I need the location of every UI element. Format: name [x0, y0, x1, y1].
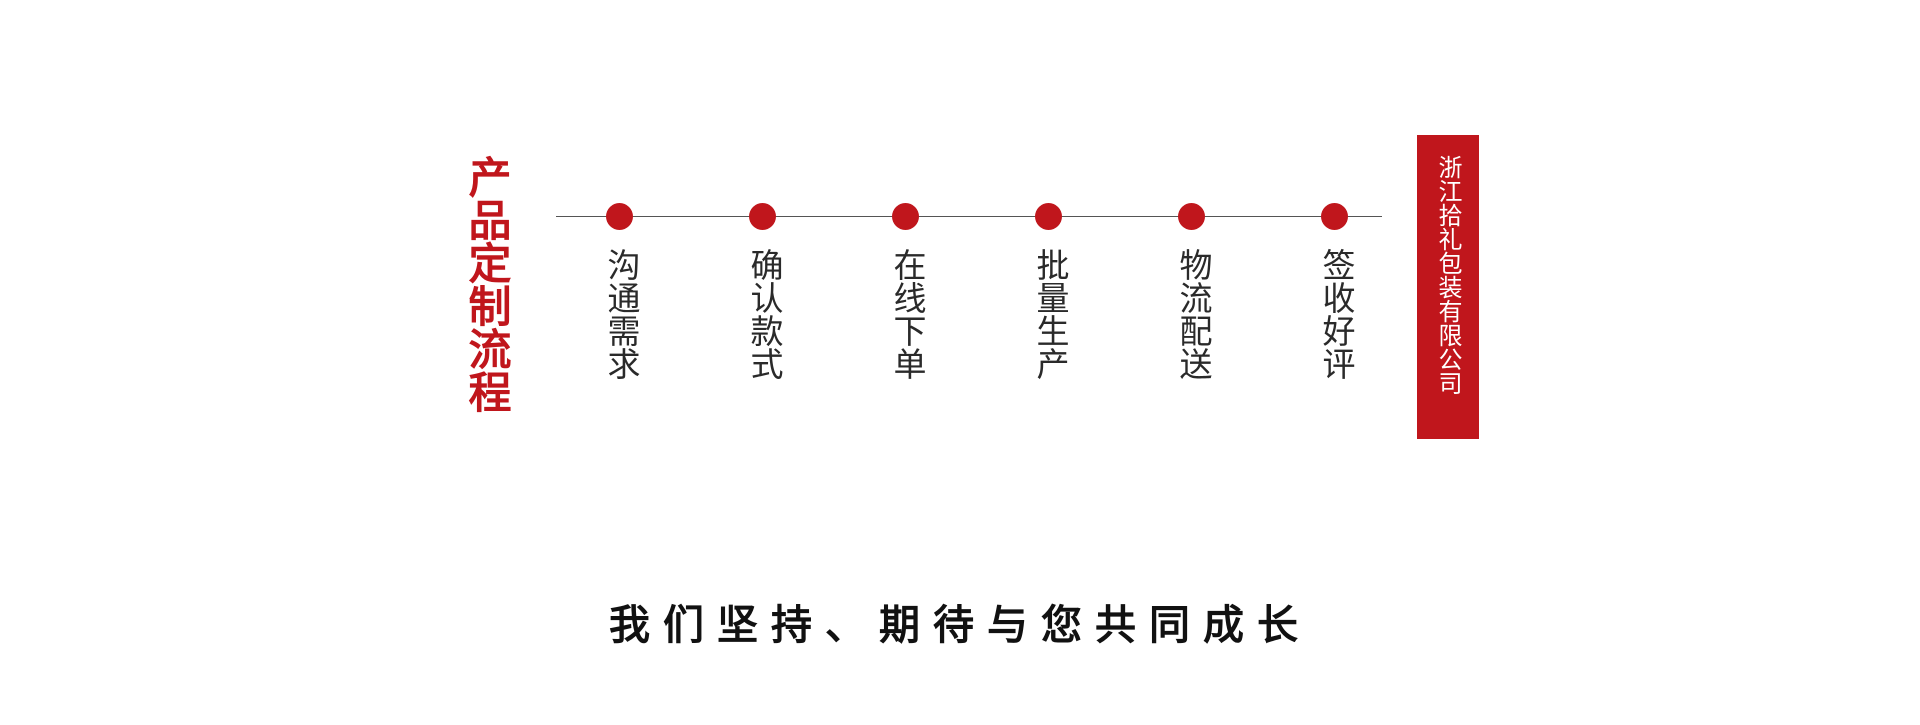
step-dot: [1177, 203, 1205, 230]
timeline-step-1: 沟通需求: [599, 203, 641, 380]
timeline-step-4: 批量生产: [1028, 203, 1070, 380]
timeline-step-5: 物流配送: [1171, 203, 1213, 380]
step-dot: [891, 203, 919, 230]
timeline-line: [556, 216, 1382, 217]
step-label: 在线下单: [888, 248, 927, 380]
timeline-step-3: 在线下单: [885, 203, 927, 380]
step-label: 确认款式: [745, 248, 784, 380]
slogan: 我们坚持、期待与您共同成长: [609, 601, 1311, 649]
step-dot: [605, 203, 633, 230]
timeline-step-6: 签收好评: [1314, 203, 1356, 380]
step-dot: [1034, 203, 1062, 230]
step-label: 物流配送: [1174, 248, 1213, 380]
step-label: 沟通需求: [602, 248, 641, 380]
step-dot: [1320, 203, 1348, 230]
company-name: 浙江拾礼包装有限公司: [1434, 155, 1462, 395]
step-label: 批量生产: [1031, 248, 1070, 380]
company-badge: 浙江拾礼包装有限公司: [1417, 135, 1479, 439]
step-label: 签收好评: [1317, 248, 1356, 380]
step-dot: [748, 203, 776, 230]
timeline-step-2: 确认款式: [742, 203, 784, 380]
process-title: 产品定制流程: [461, 155, 511, 413]
